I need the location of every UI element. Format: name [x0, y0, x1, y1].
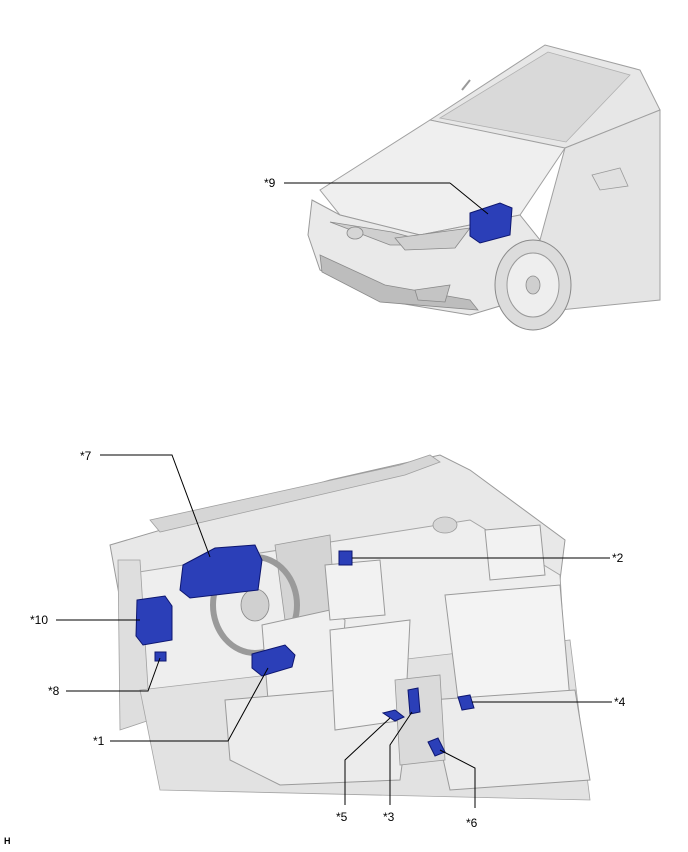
component-3	[407, 687, 421, 715]
component-7	[179, 544, 263, 599]
callout-4: *4	[614, 695, 626, 709]
leader-line-3	[389, 711, 413, 805]
leader-line-8	[66, 657, 161, 692]
callout-3: *3	[383, 810, 395, 824]
callout-9: *9	[264, 176, 276, 190]
callout-2: *2	[612, 551, 624, 565]
component-4	[457, 694, 475, 711]
component-8	[154, 651, 167, 662]
passenger-seat	[484, 524, 546, 581]
callout-8: *8	[48, 684, 60, 698]
component-2	[338, 550, 353, 566]
component-6	[427, 737, 446, 757]
leader-line-7	[100, 454, 211, 558]
leader-line-1	[110, 667, 269, 742]
callout-6: *6	[466, 816, 478, 830]
component-5	[381, 709, 405, 722]
callout-7: *7	[80, 449, 92, 463]
component-10	[135, 595, 173, 646]
interior-cabin-view: *7 *2 *10 *8 *4 *1 *5 *3 *6	[30, 449, 626, 830]
leader-line-5	[344, 717, 391, 805]
callout-5: *5	[336, 810, 348, 824]
component-9	[469, 202, 513, 244]
callout-10: *10	[30, 613, 48, 627]
component-1	[251, 644, 296, 677]
exterior-car-view: *9	[264, 44, 661, 331]
callout-1: *1	[93, 734, 105, 748]
leader-line-6	[439, 749, 476, 808]
figure-id-label: H	[4, 836, 11, 846]
